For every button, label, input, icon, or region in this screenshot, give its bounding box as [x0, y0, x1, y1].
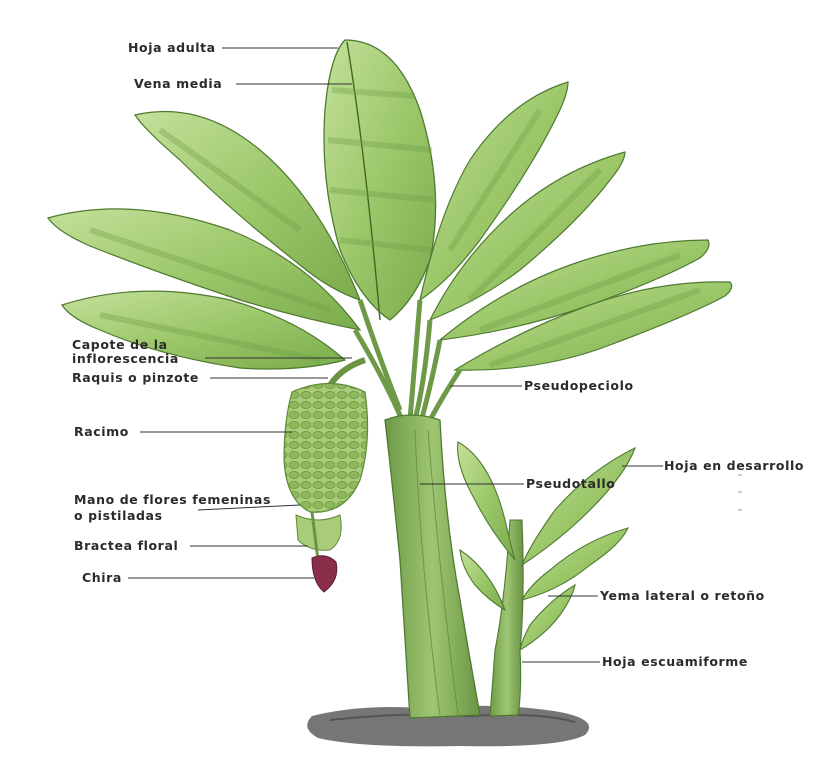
sucker-leaf-right-upper	[522, 448, 635, 565]
fruit-bunch	[284, 384, 368, 513]
label-chira: Chira	[82, 571, 122, 585]
label-pseudotallo: Pseudotallo	[526, 477, 615, 491]
label-mano-line2: o pistiladas	[74, 509, 163, 523]
label-raquis: Raquis o pinzote	[72, 371, 199, 385]
floral-bracts	[296, 515, 341, 550]
sucker-leaf-left-low	[460, 550, 505, 610]
label-racimo: Racimo	[74, 425, 129, 439]
label-bractea: Bractea floral	[74, 539, 178, 553]
label-hoja-escuamiforme: Hoja escuamiforme	[602, 655, 748, 669]
label-capote-line2: inflorescencia	[72, 352, 179, 366]
label-mano-line1: Mano de flores femeninas	[74, 493, 271, 507]
sucker-leaf-left-tall	[458, 442, 515, 560]
label-hoja-adulta: Hoja adulta	[128, 41, 216, 55]
label-vena-media: Vena media	[134, 77, 222, 91]
label-yema: Yema lateral o retoño	[600, 589, 765, 603]
male-bud-chira	[312, 556, 337, 592]
label-capote-line1: Capote de la	[72, 338, 168, 352]
label-pseudopeciolo: Pseudopeciolo	[524, 379, 634, 393]
petioles	[355, 300, 460, 430]
label-hoja-desarrollo: Hoja en desarrollo	[664, 459, 804, 473]
faint-marks	[738, 475, 742, 510]
